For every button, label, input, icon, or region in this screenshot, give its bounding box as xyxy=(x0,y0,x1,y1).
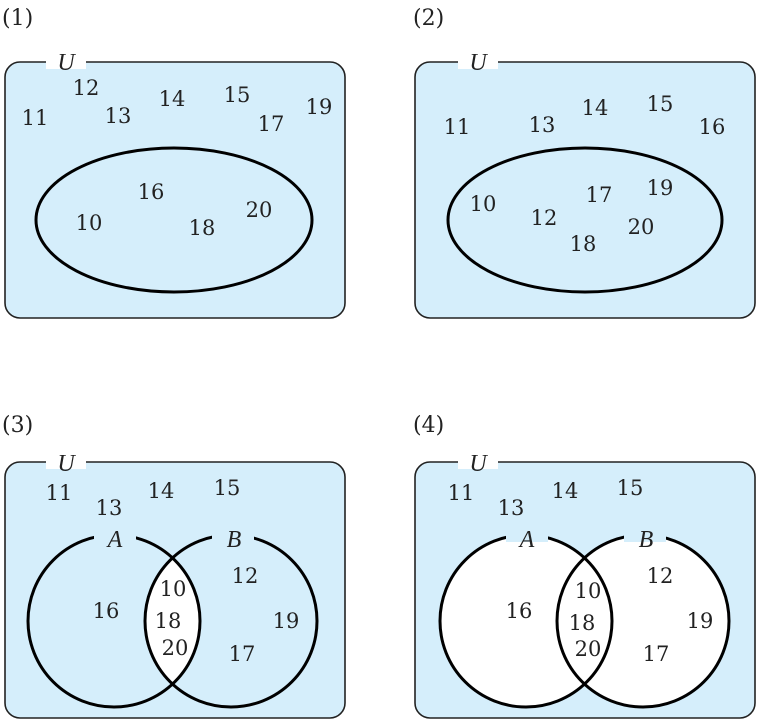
element: 16 xyxy=(699,115,726,139)
label-gap xyxy=(458,455,498,469)
element: 13 xyxy=(529,113,556,137)
element: 19 xyxy=(306,95,333,119)
set-a-label: A xyxy=(106,527,123,553)
element: 15 xyxy=(214,476,241,500)
element: 20 xyxy=(628,215,655,239)
label-gap xyxy=(506,528,548,542)
element: 10 xyxy=(160,577,187,601)
label-gap xyxy=(624,528,666,542)
element: 13 xyxy=(96,496,123,520)
element: 19 xyxy=(273,609,300,633)
universe-label: U xyxy=(469,451,488,477)
element: 11 xyxy=(46,481,73,505)
element: 15 xyxy=(617,476,644,500)
element: 19 xyxy=(687,609,714,633)
label-gap xyxy=(46,455,86,469)
panel-3: (3) U A B 11 13 14 15 16 10 18 20 12 19 … xyxy=(2,413,346,719)
element: 14 xyxy=(159,87,186,111)
element: 16 xyxy=(138,180,165,204)
element: 17 xyxy=(643,642,670,666)
universe-label: U xyxy=(57,50,76,76)
label-gap xyxy=(46,55,86,69)
element: 13 xyxy=(105,104,132,128)
element: 20 xyxy=(162,636,189,660)
panel-4: (4) U A B 11 13 14 15 16 10 18 20 12 19 … xyxy=(413,413,756,719)
element: 17 xyxy=(229,642,256,666)
element: 18 xyxy=(155,609,182,633)
element: 15 xyxy=(224,83,251,107)
universe-label: U xyxy=(57,451,76,477)
set-ellipse xyxy=(446,146,724,294)
element: 17 xyxy=(258,112,285,136)
element: 10 xyxy=(76,211,103,235)
element: 11 xyxy=(22,106,49,130)
element: 11 xyxy=(448,481,475,505)
element: 15 xyxy=(647,92,674,116)
universe-box xyxy=(4,61,346,319)
element: 13 xyxy=(498,496,525,520)
universe-label: U xyxy=(469,50,488,76)
element: 16 xyxy=(93,599,120,623)
panel-1: (1) U 11 12 13 14 15 17 19 16 10 18 20 xyxy=(2,6,346,319)
panel-label: (1) xyxy=(2,6,33,31)
element: 12 xyxy=(531,206,558,230)
label-gap xyxy=(458,55,498,69)
element: 11 xyxy=(444,115,471,139)
element: 18 xyxy=(189,216,216,240)
element: 10 xyxy=(575,579,602,603)
element: 20 xyxy=(575,637,602,661)
element: 10 xyxy=(470,192,497,216)
element: 16 xyxy=(506,599,533,623)
element: 14 xyxy=(552,479,579,503)
panel-label: (4) xyxy=(413,413,444,438)
element: 14 xyxy=(582,96,609,120)
element: 18 xyxy=(570,232,597,256)
universe-box xyxy=(414,61,756,319)
element: 12 xyxy=(647,564,674,588)
set-b-label: B xyxy=(639,527,654,553)
set-a-label: A xyxy=(518,527,535,553)
panel-label: (2) xyxy=(413,6,444,31)
set-ellipse xyxy=(34,146,314,294)
set-b-label: B xyxy=(227,527,242,553)
element: 19 xyxy=(647,176,674,200)
element: 20 xyxy=(246,198,273,222)
panel-2: (2) U 11 13 14 15 16 10 12 17 19 20 18 xyxy=(413,6,756,319)
element: 14 xyxy=(148,479,175,503)
element: 17 xyxy=(586,183,613,207)
element: 12 xyxy=(73,76,100,100)
element: 18 xyxy=(569,611,596,635)
label-gap xyxy=(212,528,254,542)
label-gap xyxy=(94,528,136,542)
element: 12 xyxy=(232,564,259,588)
panel-label: (3) xyxy=(2,413,33,438)
